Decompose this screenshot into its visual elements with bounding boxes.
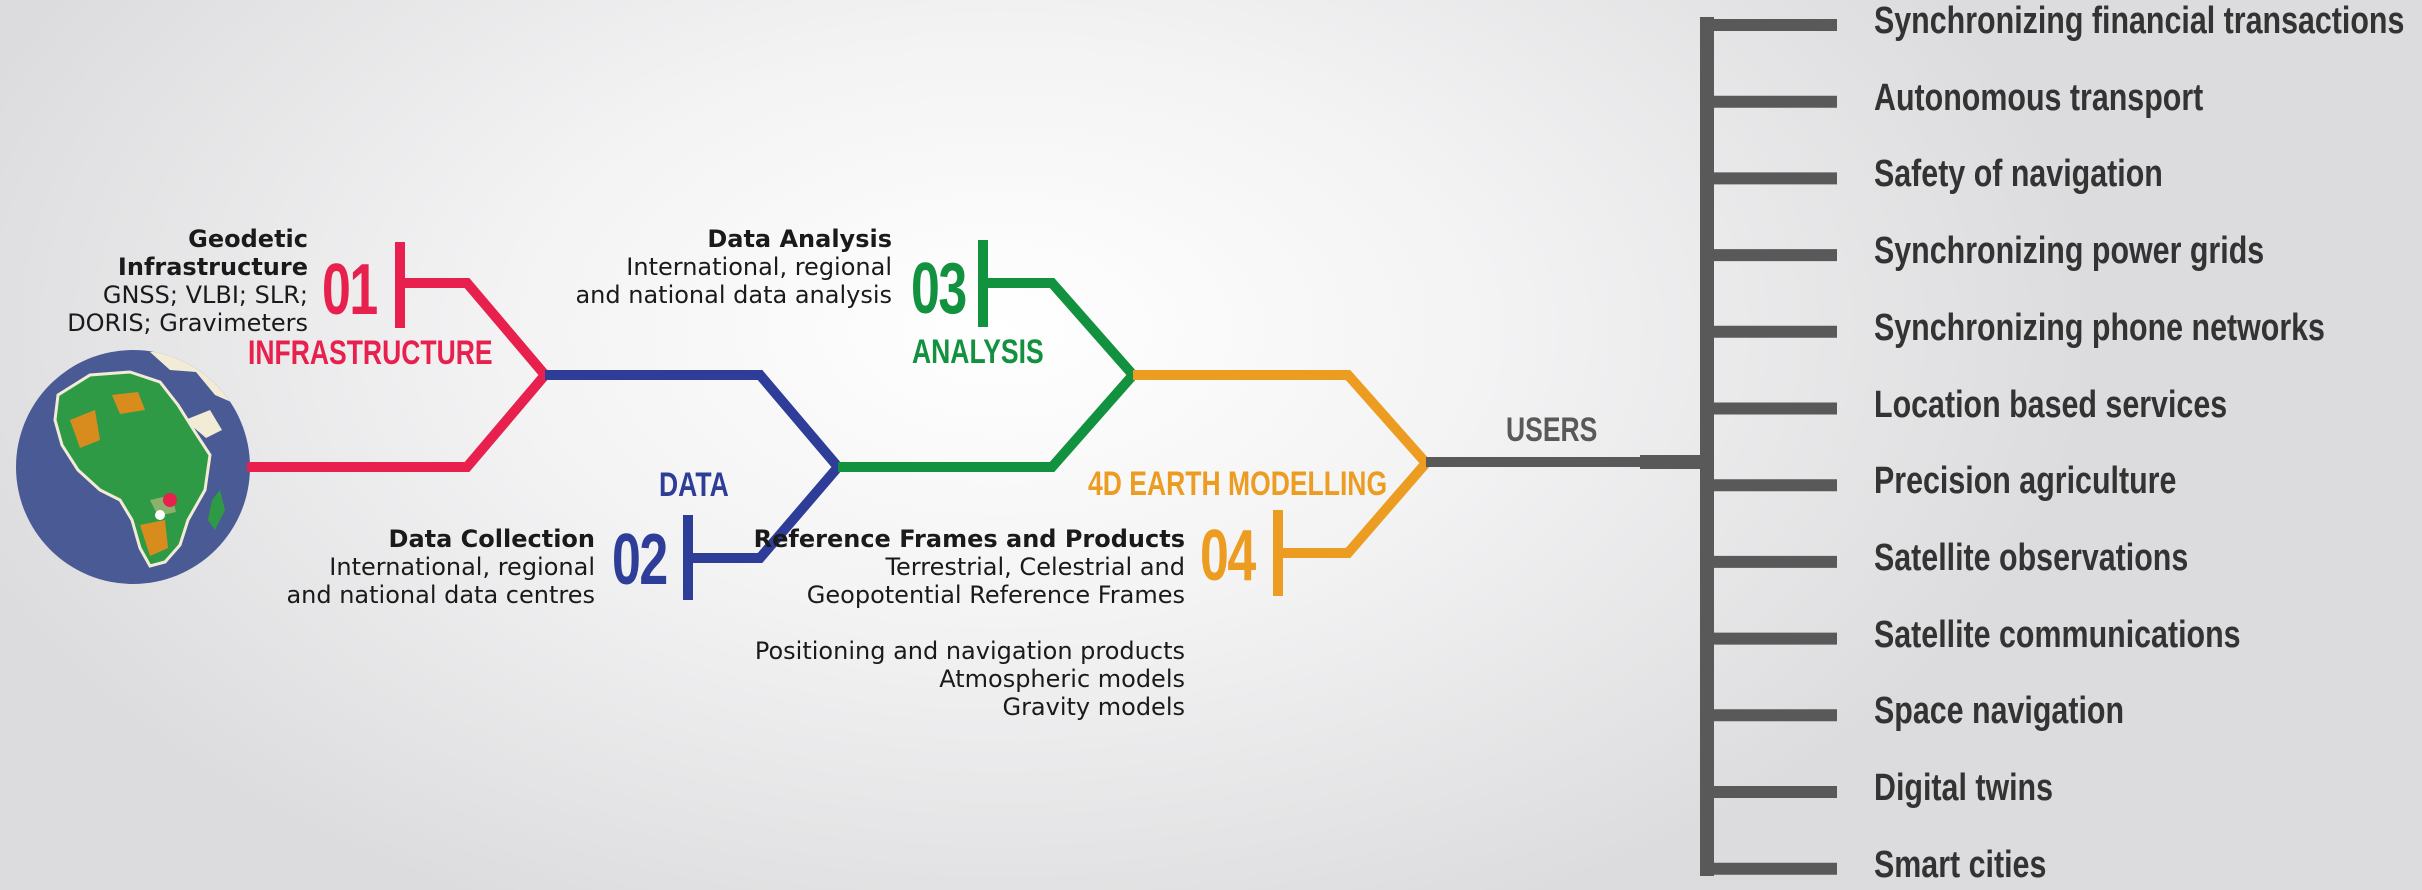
data-line: and national data centres xyxy=(286,581,595,609)
analysis-heading: Data Analysis xyxy=(707,225,892,253)
infrastructure-line: DORIS; Gravimeters xyxy=(67,309,308,337)
infrastructure-line: GNSS; VLBI; SLR; xyxy=(102,281,308,309)
infrastructure-heading: Geodetic Infrastructure xyxy=(117,225,308,281)
analysis-number: 03 xyxy=(911,249,967,329)
data-line: International, regional xyxy=(329,553,595,581)
data-heading: Data Collection xyxy=(388,525,595,553)
user-item: Satellite observations xyxy=(1874,536,2189,579)
modelling-number: 04 xyxy=(1200,516,1256,596)
analysis-title: ANALYSIS xyxy=(912,333,1044,371)
modelling-product: Gravity models xyxy=(1002,693,1185,721)
user-item: Space navigation xyxy=(1874,690,2125,733)
modelling-line: Terrestrial, Celestrial and xyxy=(885,553,1185,581)
infrastructure-description: Geodetic Infrastructure GNSS; VLBI; SLR;… xyxy=(0,225,308,337)
user-item: Synchronizing power grids xyxy=(1874,230,2265,273)
infrastructure-title: INFRASTRUCTURE xyxy=(248,334,493,372)
users-tree xyxy=(1426,17,1837,876)
data-title: DATA xyxy=(659,466,729,504)
user-item: Autonomous transport xyxy=(1874,76,2204,119)
modelling-product: Positioning and navigation products xyxy=(754,637,1185,665)
analysis-line: International, regional xyxy=(626,253,892,281)
globe-africa-icon xyxy=(16,350,250,584)
users-label: USERS xyxy=(1506,411,1598,449)
modelling-line: Geopotential Reference Frames xyxy=(806,581,1185,609)
user-item: Precision agriculture xyxy=(1874,460,2177,503)
analysis-description: Data Analysis International, regional an… xyxy=(575,225,892,309)
modelling-product: Atmospheric models xyxy=(939,665,1185,693)
data-number: 02 xyxy=(612,520,668,600)
user-item: Smart cities xyxy=(1874,843,2047,886)
user-item: Satellite communications xyxy=(1874,613,2241,656)
user-item: Synchronizing phone networks xyxy=(1874,306,2325,349)
modelling-description: Reference Frames and Products Terrestria… xyxy=(754,525,1185,721)
modelling-heading: Reference Frames and Products xyxy=(753,525,1185,553)
user-item: Location based services xyxy=(1874,383,2228,426)
analysis-line: and national data analysis xyxy=(575,281,892,309)
data-description: Data Collection International, regional … xyxy=(286,525,595,609)
modelling-title: 4D EARTH MODELLING xyxy=(1088,465,1388,503)
user-item: Safety of navigation xyxy=(1874,153,2163,196)
infrastructure-number: 01 xyxy=(322,250,378,330)
user-item: Digital twins xyxy=(1874,767,2054,809)
user-item: Synchronizing financial transactions xyxy=(1874,0,2405,42)
